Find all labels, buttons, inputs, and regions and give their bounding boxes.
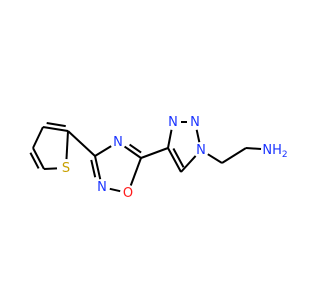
bond-n_oxa_top-ox_c5-second-line <box>129 143 142 154</box>
bond-n_oxa_top-ox_c5 <box>123 145 142 159</box>
bond-s_thio-th_c2 <box>65 130 69 160</box>
bond-tr_c5-tr_c4-second-line <box>172 148 185 168</box>
bond-n_tri_3-tr_c5 <box>180 155 197 173</box>
bond-n_tri_3-ch2_a <box>207 153 223 164</box>
bond-n_tri_2-n_tri_3 <box>195 129 201 143</box>
bond-ox_c5-o_oxa <box>129 157 142 186</box>
oxadiazole-nitrogen-bottom-label: N <box>97 180 107 195</box>
bond-o_oxa-n_oxa_bot <box>109 187 121 193</box>
bond-tr_c4-n_tri_1 <box>167 129 173 149</box>
bond-ch2_b-nh2 <box>245 147 262 151</box>
bond-n_oxa_bot-ox_c3 <box>94 155 102 180</box>
bond-ox_c5-tr_c4 <box>140 147 169 159</box>
triazole-nitrogen-3-label: N <box>196 143 206 158</box>
amine-nh2-label: NH2 <box>262 143 287 160</box>
bond-th_c4-th_c5-second-line <box>29 152 40 169</box>
bond-n_oxa_bot-ox_c3-second-line <box>90 159 97 178</box>
bond-th_c5-s_thio <box>43 167 58 170</box>
oxadiazole-oxygen-label: O <box>123 186 133 201</box>
triazole-nitrogen-2-label: N <box>190 115 200 130</box>
bond-th_c4-th_c5 <box>32 147 45 170</box>
bond-th_c2-th_c3-second-line <box>46 122 66 128</box>
bond-ch2_a-ch2_b <box>221 147 247 164</box>
bond-tr_c5-tr_c4 <box>167 147 182 173</box>
bond-layer <box>29 121 262 193</box>
bond-th_c2-th_c3 <box>42 126 69 132</box>
bond-th_c3-th_c4 <box>32 126 44 149</box>
triazole-nitrogen-1-label: N <box>168 115 178 130</box>
oxadiazole-nitrogen-top-label: N <box>113 135 123 150</box>
thiophene-sulfur-label: S <box>62 161 70 176</box>
bond-ox_c3-n_oxa_top <box>94 145 112 157</box>
bond-th_c2-ox_c3 <box>67 130 96 157</box>
